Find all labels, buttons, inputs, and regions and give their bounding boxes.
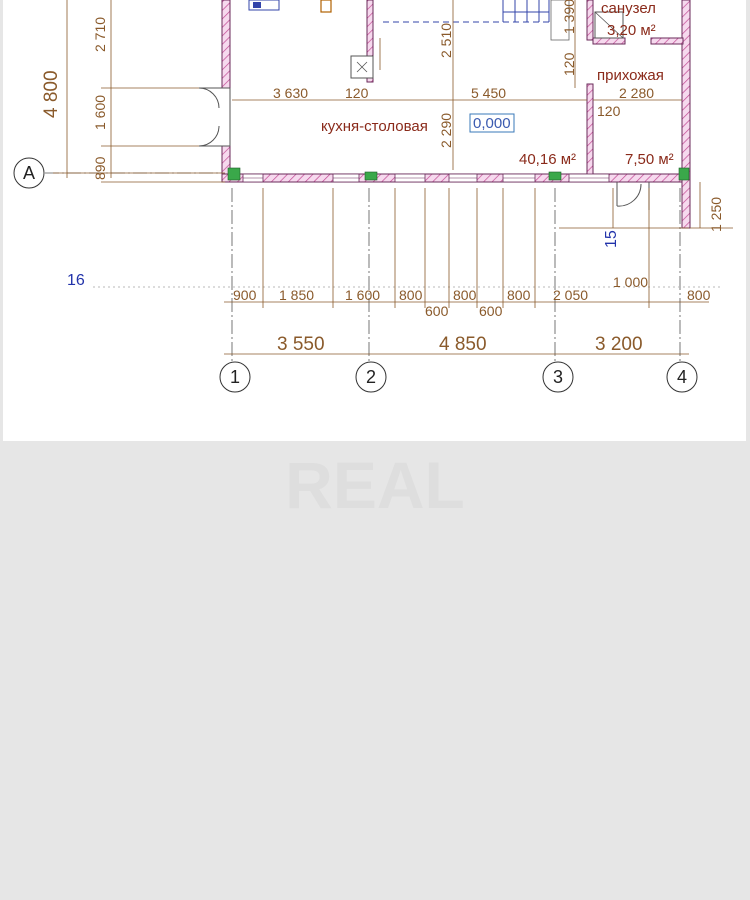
- axis-1-label: 1: [230, 367, 240, 387]
- columns: [227, 167, 690, 181]
- dim-b-1600: 1 600: [345, 287, 380, 303]
- shaft: [550, 0, 570, 41]
- left-door: [198, 87, 231, 147]
- level-mark: 0,000: [473, 115, 511, 132]
- dim-890: 890: [92, 156, 108, 180]
- dim-b-600-1: 600: [425, 303, 449, 319]
- shower-tray: [594, 11, 624, 39]
- dim-b-1000: 1 000: [613, 274, 648, 290]
- dim-b-800-4: 800: [687, 287, 711, 303]
- dim-1390: 1 390: [561, 0, 577, 34]
- dim-1250: 1 250: [708, 197, 724, 232]
- axis-4-label: 4: [677, 367, 687, 387]
- dim-2510: 2 510: [438, 23, 454, 58]
- axis-markers: [13, 157, 698, 393]
- interior-dim-lines: [232, 0, 689, 229]
- dim-1600: 1 600: [92, 95, 108, 130]
- room-hall-label: прихожая: [597, 67, 664, 84]
- dim-120-b: 120: [597, 103, 621, 119]
- grid-lines: [45, 172, 681, 362]
- dim-b-1850: 1 850: [279, 287, 314, 303]
- dim-b-800-3: 800: [507, 287, 531, 303]
- area-hall: 7,50 м²: [625, 151, 674, 168]
- plan-sheet: 1 2 3 4 A кухня-столовая санузел прихожа…: [3, 0, 746, 441]
- dim-b-600-2: 600: [479, 303, 503, 319]
- watermark-logo: REAL: [285, 452, 465, 514]
- room-bathroom-label: санузел: [601, 0, 656, 17]
- axis-2-label: 2: [366, 367, 376, 387]
- marker-15: 15: [603, 230, 620, 248]
- room-kitchen-label: кухня-столовая: [321, 118, 428, 135]
- dim-3550: 3 550: [277, 334, 325, 355]
- left-dim-lines: [53, 0, 733, 229]
- dim-4800: 4 800: [41, 70, 62, 118]
- dim-b-800-1: 800: [399, 287, 423, 303]
- axis-3-label: 3: [553, 367, 563, 387]
- dim-2710: 2 710: [92, 17, 108, 52]
- kitchen-fixtures: [248, 0, 374, 79]
- dim-120-a: 120: [345, 85, 369, 101]
- stairs: [383, 0, 550, 23]
- shower-diag: [594, 11, 624, 39]
- floor-plan-drawing: 1 2 3 4 A кухня-столовая санузел прихожа…: [13, 0, 733, 393]
- dim-5450: 5 450: [471, 85, 506, 101]
- dim-2290: 2 290: [438, 113, 454, 148]
- area-kitchen: 40,16 м²: [519, 151, 576, 168]
- dim-2280: 2 280: [619, 85, 654, 101]
- dim-b-2050: 2 050: [553, 287, 588, 303]
- watermark-text: REAL: [285, 452, 465, 514]
- hall-door: [616, 182, 650, 210]
- dim-3630: 3 630: [273, 85, 308, 101]
- bottom-dim-lines: [224, 188, 709, 355]
- marker-16: 16: [67, 272, 85, 289]
- level-box: [469, 113, 515, 133]
- dim-4850: 4 850: [439, 334, 487, 355]
- dim-3200: 3 200: [595, 334, 643, 355]
- dim-120-v: 120: [561, 52, 577, 76]
- axis-a-label: A: [23, 163, 35, 183]
- dim-b-800-2: 800: [453, 287, 477, 303]
- dim-b-900: 900: [233, 287, 257, 303]
- area-bathroom: 3,20 м²: [607, 22, 656, 39]
